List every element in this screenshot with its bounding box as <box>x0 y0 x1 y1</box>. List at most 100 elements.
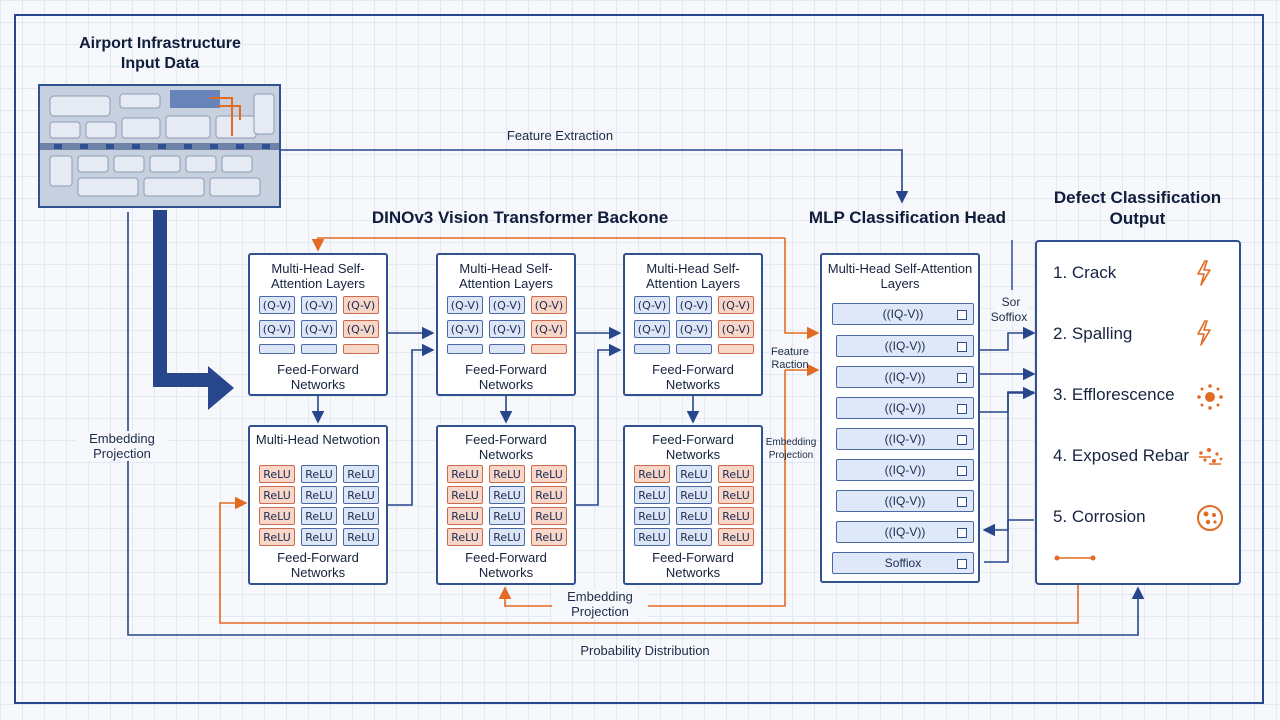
qv-cell: (Q-V) <box>343 296 379 314</box>
qv-cell: (Q-V) <box>447 320 483 338</box>
empty-cell <box>447 344 483 354</box>
mlp-head-block: Multi-Head Self-Attention Layers ((IQ-V)… <box>820 253 980 583</box>
empty-cell <box>634 344 670 354</box>
scatter-icon <box>1195 443 1225 477</box>
empty-cell <box>676 344 712 354</box>
feature-extraction-label: Feature Extraction <box>506 128 614 143</box>
relu-cell: ReLU <box>676 528 712 546</box>
qv-cell: (Q-V) <box>531 296 567 314</box>
square-icon <box>957 466 967 476</box>
qv-cell: (Q-V) <box>718 320 754 338</box>
qv-cell: (Q-V) <box>301 320 337 338</box>
relu-cell: ReLU <box>531 465 567 483</box>
relu-cell: ReLU <box>634 528 670 546</box>
output-block: 1. Crack 2. Spalling 3. Efflorescence 4.… <box>1035 240 1241 585</box>
relu-cell: ReLU <box>489 486 525 504</box>
embedding-projection-bottom-label: Embedding Projection <box>552 589 648 619</box>
relu-cell: ReLU <box>634 507 670 525</box>
attention-block-2: Multi-Head Self-Attention Layers (Q-V) (… <box>436 253 576 396</box>
empty-cell <box>531 344 567 354</box>
probability-distribution-label: Probability Distribution <box>580 643 710 658</box>
relu-cell: ReLU <box>676 507 712 525</box>
square-icon <box>957 404 967 414</box>
relu-cell: ReLU <box>676 465 712 483</box>
qv-cell: (Q-V) <box>634 320 670 338</box>
relu-cell: ReLU <box>301 507 337 525</box>
qv-cell: (Q-V) <box>489 320 525 338</box>
relu-cell: ReLU <box>718 507 754 525</box>
lightning-icon <box>1195 320 1213 352</box>
relu-cell: ReLU <box>489 465 525 483</box>
relu-cell: ReLU <box>259 465 295 483</box>
qv-cell: (Q-V) <box>259 296 295 314</box>
square-icon <box>957 528 967 538</box>
attention-block-3: Multi-Head Self-Attention Layers (Q-V) (… <box>623 253 763 396</box>
output-item-crack: 1. Crack <box>1053 263 1117 282</box>
relu-cell: ReLU <box>343 486 379 504</box>
empty-cell <box>301 344 337 354</box>
relu-cell: ReLU <box>531 507 567 525</box>
mlp-layer-row: ((IQ-V)) <box>836 459 974 481</box>
mlp-title: MLP Classification Head <box>808 208 1007 227</box>
relu-cell: ReLU <box>634 486 670 504</box>
mlp-layer-row: ((IQ-V)) <box>836 521 974 543</box>
feature-raction-label: Feature Raction <box>771 346 809 371</box>
relu-cell: ReLU <box>447 486 483 504</box>
empty-cell <box>259 344 295 354</box>
mlp-layer-row: ((IQ-V)) <box>836 428 974 450</box>
relu-cell: ReLU <box>259 528 295 546</box>
square-icon <box>957 559 967 569</box>
mlp-layer-row: ((IQ-V)) <box>836 490 974 512</box>
relu-cell: ReLU <box>447 465 483 483</box>
relu-cell: ReLU <box>301 486 337 504</box>
qv-cell: (Q-V) <box>259 320 295 338</box>
relu-cell: ReLU <box>634 465 670 483</box>
ffn-block-3: Feed-Forward Networks ReLU ReLU ReLU ReL… <box>623 425 763 585</box>
qv-cell: (Q-V) <box>343 320 379 338</box>
qv-cell: (Q-V) <box>634 296 670 314</box>
mlp-layer-row: ((IQ-V)) <box>836 335 974 357</box>
qv-cell: (Q-V) <box>489 296 525 314</box>
diagram-frame <box>14 14 1264 704</box>
relu-cell: ReLU <box>718 528 754 546</box>
empty-cell <box>718 344 754 354</box>
output-item-exposed-rebar: 4. Exposed Rebar <box>1053 446 1190 465</box>
output-item-corrosion: 5. Corrosion <box>1053 507 1146 526</box>
burst-icon <box>1195 382 1225 418</box>
relu-cell: ReLU <box>259 486 295 504</box>
relu-cell: ReLU <box>676 486 712 504</box>
mlp-layer-row: ((IQ-V)) <box>836 397 974 419</box>
output-item-spalling: 2. Spalling <box>1053 324 1133 343</box>
lightning-icon <box>1195 260 1213 292</box>
square-icon <box>957 342 967 352</box>
relu-cell: ReLU <box>718 486 754 504</box>
connector-dots-icon <box>1054 555 1096 561</box>
embedding-projection-mid-label: Embedding Projection <box>765 437 817 461</box>
relu-cell: ReLU <box>343 507 379 525</box>
airport-map-image <box>38 84 281 208</box>
relu-cell: ReLU <box>301 528 337 546</box>
mlp-layer-row: ((IQ-V)) <box>836 366 974 388</box>
mlp-layer-row: ((IQ-V)) <box>832 303 974 325</box>
relu-cell: ReLU <box>343 528 379 546</box>
square-icon <box>957 373 967 383</box>
qv-cell: (Q-V) <box>447 296 483 314</box>
sor-label: Sor <box>994 295 1028 310</box>
empty-cell <box>343 344 379 354</box>
ffn-block-2: Feed-Forward Networks ReLU ReLU ReLU ReL… <box>436 425 576 585</box>
input-title: Airport Infrastructure Input Data <box>79 35 241 72</box>
output-item-efflorescence: 3. Efflorescence <box>1053 385 1175 404</box>
relu-cell: ReLU <box>447 507 483 525</box>
relu-cell: ReLU <box>301 465 337 483</box>
softmax-row: Soffiox <box>832 552 974 574</box>
qv-cell: (Q-V) <box>531 320 567 338</box>
qv-cell: (Q-V) <box>676 296 712 314</box>
relu-cell: ReLU <box>259 507 295 525</box>
square-icon <box>957 497 967 507</box>
attention-block-1: Multi-Head Self-Attention Layers (Q-V) (… <box>248 253 388 396</box>
output-title: Defect Classification Output <box>1053 188 1222 228</box>
empty-cell <box>489 344 525 354</box>
relu-cell: ReLU <box>489 528 525 546</box>
softmax-side-label: Soffiox <box>990 310 1028 324</box>
